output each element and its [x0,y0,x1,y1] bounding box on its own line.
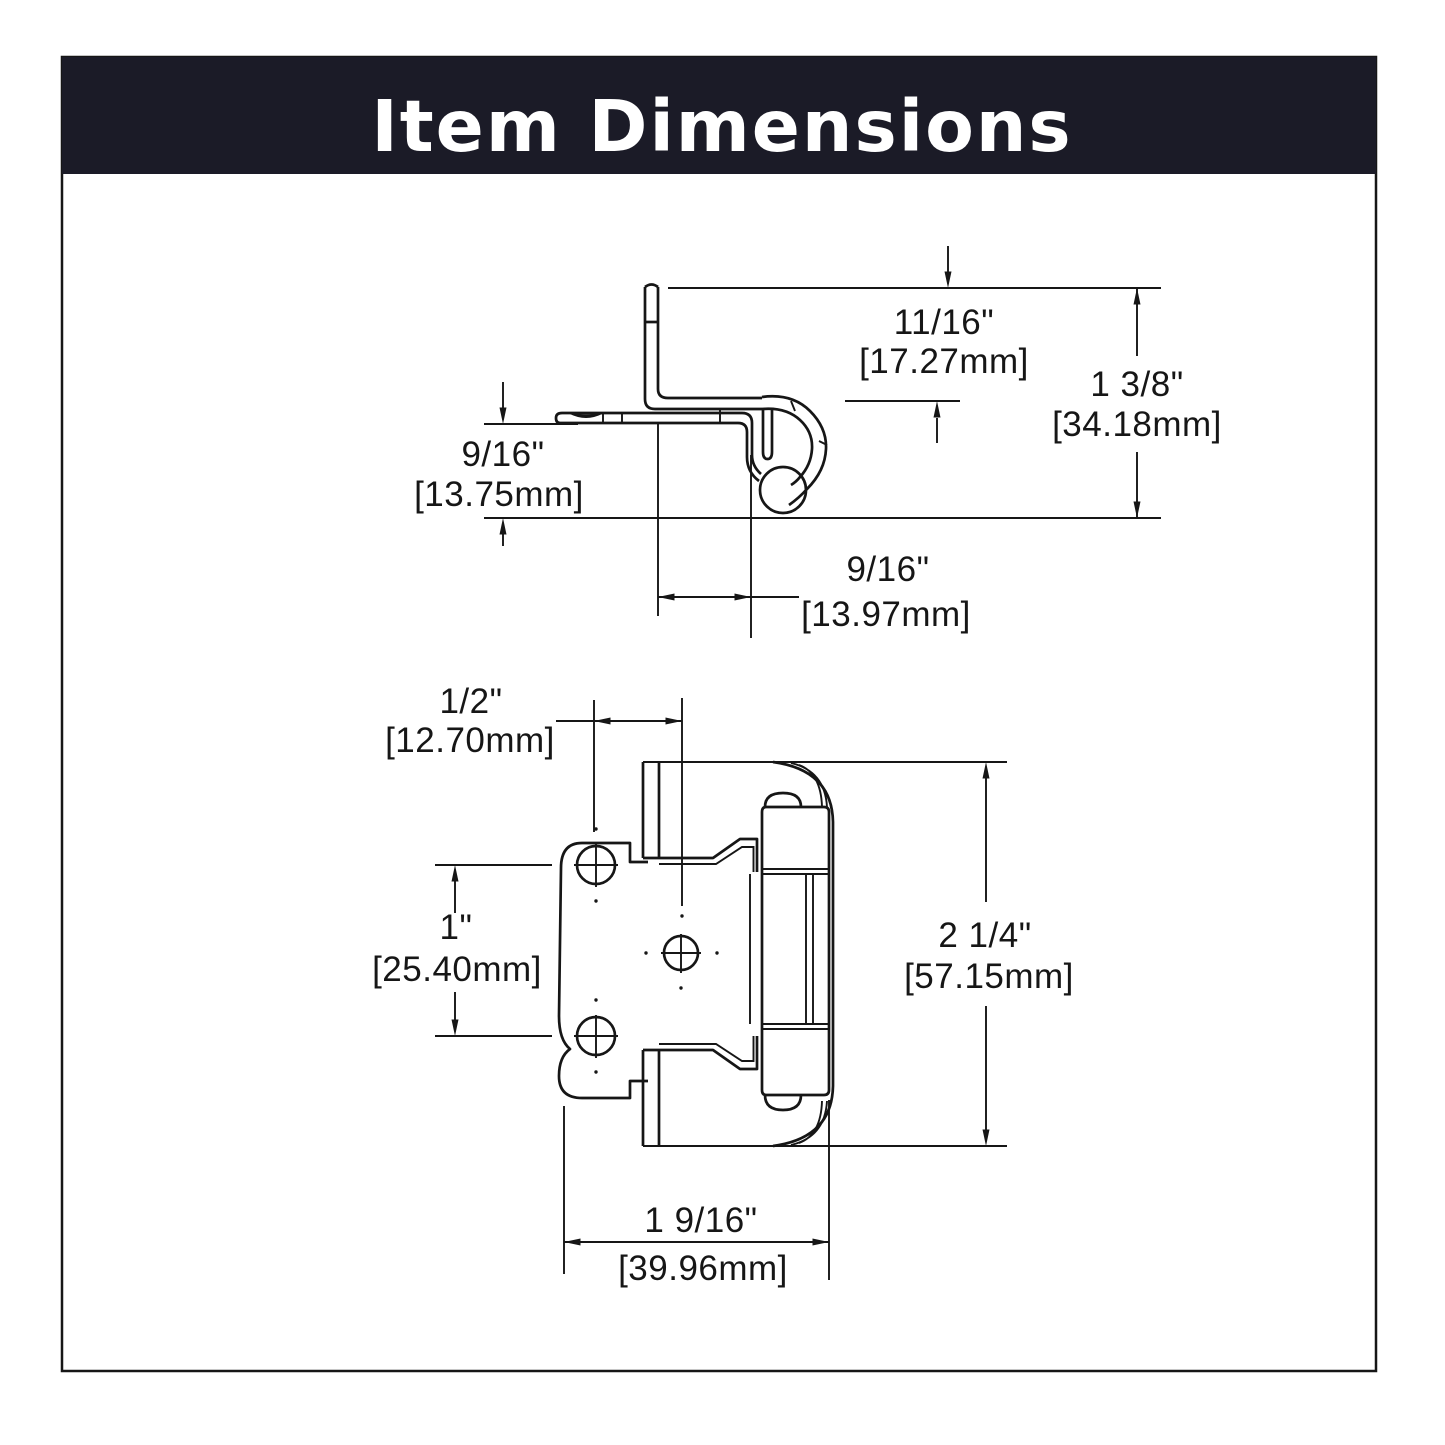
wing-tip [761,409,774,461]
dim-label-mm: [13.97mm] [801,595,971,634]
dim-label: 1" [440,908,473,947]
hinge-barrel-front [749,791,831,1112]
dim-label: 1 3/8" [1090,365,1183,404]
barrel-top-dome [763,791,803,808]
curl-inner [761,407,814,487]
dim-overlay: 1/2" [12.70mm] [385,682,683,906]
dim-label: 9/16" [461,435,544,474]
title-bar [62,57,1376,174]
dim-overall-height: 2 1/4" [57.15mm] [904,762,1074,1146]
dim-label-mm: [25.40mm] [372,950,542,989]
barrel-bottom-dome [763,1094,803,1112]
curl-outer [761,394,828,507]
dim-bottom-offset: 9/16" [13.97mm] [657,424,971,638]
dim-label: 9/16" [846,550,929,589]
knuckle-lines [762,868,829,1030]
dim-label-mm: [34.18mm] [1052,405,1222,444]
dim-label-mm: [13.75mm] [414,475,584,514]
dim-label-mm: [17.27mm] [859,342,1029,381]
dim-label-mm: [57.15mm] [904,957,1074,996]
dim-hole-spacing: 1" [25.40mm] [372,864,552,1037]
dim-label: 11/16" [894,303,994,342]
screw-slot [569,412,603,418]
dim-label-mm: [39.96mm] [618,1249,788,1288]
door-wing [641,760,1007,1148]
frame-wing-plate [557,827,719,1100]
dim-overall-width: 1 9/16" [39.96mm] [563,1100,830,1288]
page-title: Item Dimensions [371,85,1072,168]
dim-label: 2 1/4" [938,916,1031,955]
side-view-drawing: 11/16" [17.27mm] 1 3/8" [34.18mm] 9/16" … [414,246,1222,638]
dim-label: 1 9/16" [644,1201,757,1240]
dim-left-offset: 9/16" [13.75mm] [414,382,584,546]
wrap-outer [772,760,835,1148]
hinge-pin-barrel [758,465,808,515]
dim-label-mm: [12.70mm] [385,721,555,760]
page-border [60,55,1378,1373]
front-view-drawing: 1/2" [12.70mm] 1" [25.40mm] 2 1/4" [57.1… [372,682,1074,1288]
hinge-side-profile [554,283,828,515]
dim-top-inset: 11/16" [17.27mm] [859,246,1029,443]
dim-label: 1/2" [439,682,502,721]
dim-overall-depth: 1 3/8" [34.18mm] [1052,288,1222,518]
